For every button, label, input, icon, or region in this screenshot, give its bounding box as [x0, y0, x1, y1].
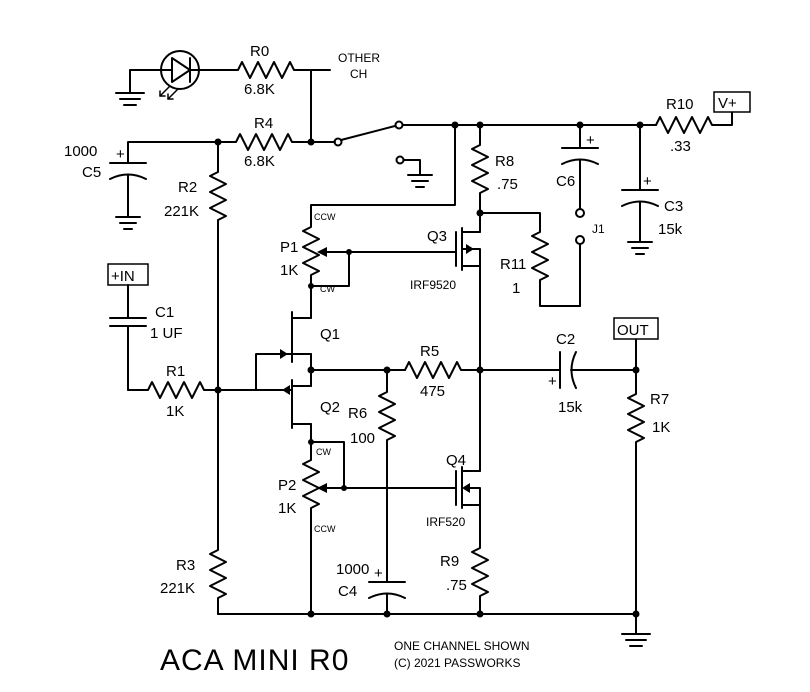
R8-value: .75 — [497, 176, 518, 193]
C2-value: 15k — [558, 399, 583, 416]
R3-value: 221K — [160, 580, 195, 597]
other-ch-label-2: CH — [350, 67, 367, 81]
subtitle-line-1: ONE CHANNEL SHOWN — [394, 639, 530, 653]
C4-name: C4 — [338, 583, 357, 600]
R1-name: R1 — [166, 363, 185, 380]
R10-labels: R10 .33 — [666, 96, 694, 155]
C1-value: 1 UF — [150, 325, 183, 342]
Q4: Q4 IRF520 — [426, 369, 481, 541]
R3: R3 221K — [160, 389, 227, 615]
C5-plus: + — [116, 146, 125, 163]
R5-name: R5 — [420, 343, 439, 360]
R4-value: 6.8K — [244, 153, 275, 170]
P2-ccw: CCW — [314, 524, 336, 534]
led-ground — [115, 69, 163, 106]
P1-ccw: CCW — [314, 212, 336, 222]
R2-value: 221K — [164, 203, 199, 220]
C6-name: C6 — [556, 173, 575, 190]
C5-value: 1000 — [64, 143, 97, 160]
R2: R2 221K — [164, 141, 227, 391]
R8: R8 .75 — [471, 124, 518, 214]
bottom-rail — [217, 610, 651, 647]
C2-plus: + — [548, 373, 557, 390]
vplus-label: V+ — [718, 95, 737, 112]
C3-name: C3 — [664, 198, 683, 215]
P1-name: P1 — [280, 239, 298, 256]
R10-name: R10 — [666, 96, 694, 113]
R11-value: 1 — [512, 280, 520, 297]
R7: R7 1K — [627, 369, 670, 615]
R5-value: 475 — [420, 383, 445, 400]
R1-value: 1K — [166, 403, 184, 420]
R2-name: R2 — [178, 179, 197, 196]
R9: R9 .75 — [440, 539, 489, 615]
P2-cw: CW — [316, 447, 331, 457]
led-icon — [159, 50, 200, 100]
C3-plus: + — [643, 173, 652, 190]
R9-name: R9 — [440, 553, 459, 570]
R9-value: .75 — [446, 577, 467, 594]
R6: R6 100 — [348, 369, 396, 571]
R7-value: 1K — [652, 419, 670, 436]
Q2: Q2 — [255, 369, 340, 443]
R5: R5 475 — [404, 343, 481, 400]
R10-value: .33 — [670, 138, 691, 155]
R11: R11 1 — [479, 212, 581, 307]
Q3-name: Q3 — [427, 228, 447, 245]
C2-name: C2 — [556, 331, 575, 348]
Q1-name: Q1 — [320, 326, 340, 343]
Q3-part: IRF9520 — [410, 278, 456, 292]
J1-name: J1 — [592, 222, 605, 236]
R3-name: R3 — [176, 557, 195, 574]
C6-plus: + — [586, 132, 595, 149]
C5: + 1000 C5 — [64, 141, 219, 230]
R7-name: R7 — [650, 391, 669, 408]
R1: R1 1K — [127, 363, 219, 420]
Q2-name: Q2 — [320, 399, 340, 416]
subtitle-line-2: (C) 2021 PASSWORKS — [394, 656, 520, 670]
P2-value: 1K — [278, 500, 296, 517]
R11-name: R11 — [500, 256, 526, 273]
out-terminal: OUT — [613, 317, 659, 371]
C4: + 1000 C4 — [336, 561, 406, 615]
R4: R4 6.8K — [217, 115, 336, 170]
C3: + C3 15k — [621, 124, 683, 255]
J1: J1 — [575, 222, 605, 307]
Q4-name: Q4 — [446, 452, 466, 469]
C5-name: C5 — [82, 164, 101, 181]
C4-value: 1000 — [336, 561, 369, 578]
mid-node — [307, 366, 406, 374]
R8-name: R8 — [495, 153, 514, 170]
Q4-part: IRF520 — [426, 515, 466, 529]
C4-plus: + — [374, 565, 383, 582]
top-rail — [402, 111, 733, 134]
P2: CW CCW P2 1K — [278, 439, 457, 615]
R0-value: 6.8K — [244, 81, 275, 98]
P2-name: P2 — [278, 477, 296, 494]
P1: CCW CW P1 1K — [280, 124, 457, 301]
C3-value: 15k — [658, 221, 683, 238]
C2: + C2 15k — [479, 331, 637, 416]
R4-name: R4 — [254, 115, 273, 132]
P1-cw: CW — [320, 284, 335, 294]
schematic-title: ACA MINI R0 — [160, 644, 349, 677]
out-label: OUT — [617, 322, 649, 339]
R6-value: 100 — [350, 430, 375, 447]
Q1: Q1 — [217, 299, 340, 391]
R0: R0 6.8K — [197, 43, 331, 98]
vplus-terminal: V+ — [713, 91, 751, 113]
in-label: +IN — [111, 268, 135, 285]
R6-name: R6 — [348, 405, 367, 422]
Q3: Q3 IRF9520 — [410, 212, 481, 371]
supply-switch — [333, 120, 433, 188]
in-terminal: +IN — [107, 263, 149, 286]
P1-value: 1K — [280, 262, 298, 279]
C6: + C6 — [556, 124, 599, 218]
R0-name: R0 — [250, 43, 269, 60]
C1: C1 1 UF — [109, 284, 183, 391]
C1-name: C1 — [155, 304, 174, 321]
other-ch-label: OTHER — [338, 51, 380, 65]
